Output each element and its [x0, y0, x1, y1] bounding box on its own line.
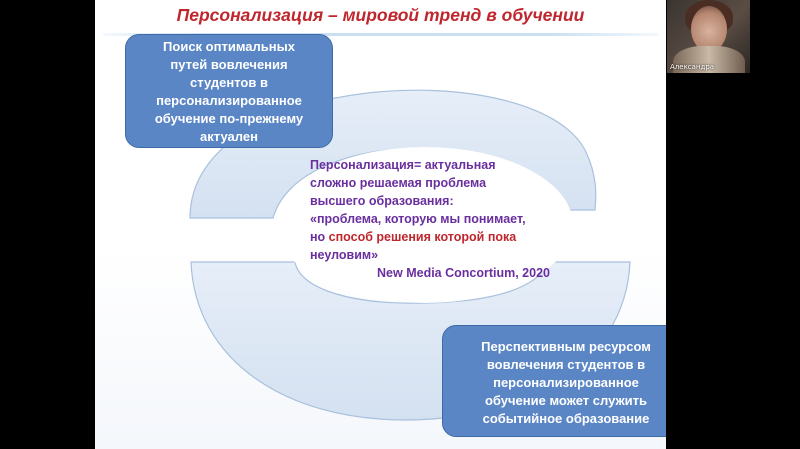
quote-line: Персонализация= актуальная [310, 158, 496, 172]
quote-line: «проблема, которую мы понимает, [310, 212, 526, 226]
quote-line-mixed: но способ решения которой пока [310, 228, 560, 246]
top-left-callout: Поиск оптимальных путей вовлечения студе… [125, 34, 333, 148]
callout-line: персонализированное [493, 375, 639, 390]
quote-line: неуловим» [310, 248, 379, 262]
presentation-slide: Персонализация – мировой тренд в обучени… [95, 0, 666, 449]
callout-line: обучение по-прежнему [154, 111, 304, 126]
participant-face [691, 6, 727, 52]
participant-video-tile[interactable]: Александра [667, 0, 750, 73]
quote-prefix: но [310, 230, 329, 244]
callout-line: персонализированное [156, 93, 302, 108]
center-ellipse [277, 147, 573, 303]
callout-line: студентов в [190, 75, 268, 90]
quote-citation: New Media Concortium, 2020 [377, 266, 550, 280]
callout-line: путей вовлечения [170, 57, 288, 72]
quote-line: высшего образования: [310, 194, 454, 208]
quote-line: сложно решаемая проблема [310, 176, 487, 190]
callout-line: вовлечения студентов в [486, 357, 646, 372]
callout-line: Перспективным ресурсом [481, 339, 651, 354]
callout-line: актуален [200, 129, 258, 144]
bottom-right-callout: Перспективным ресурсом вовлечения студен… [442, 325, 666, 437]
callout-line: Поиск оптимальных [163, 39, 295, 54]
title-underline [103, 33, 658, 36]
participant-shoulders [673, 46, 745, 73]
callout-line: событийное образование [482, 411, 650, 426]
quote-highlight: способ решения которой пока [328, 230, 517, 244]
center-quote: Персонализация= актуальная сложно решаем… [310, 156, 560, 282]
participant-name-label: Александра [670, 63, 715, 71]
callout-line: обучение может служить [484, 393, 648, 408]
slide-title: Персонализация – мировой тренд в обучени… [176, 5, 585, 25]
